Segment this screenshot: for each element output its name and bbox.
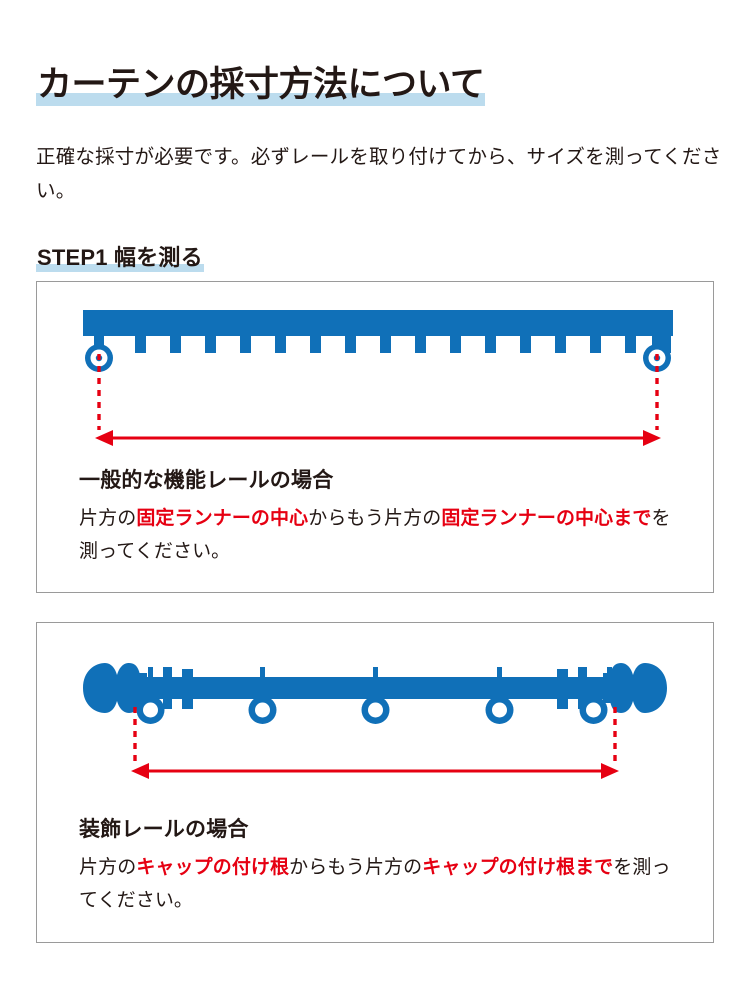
- decorative-rail-caption: 装飾レールの場合 片方のキャップの付け根からもう片方のキャップの付け根までを測っ…: [79, 813, 679, 917]
- rail-bar: [83, 310, 673, 336]
- decorative-caption-body: 片方のキャップの付け根からもう片方のキャップの付け根までを測ってください。: [79, 851, 679, 917]
- rail-rod: [107, 677, 643, 699]
- bracket-right-2: [557, 669, 568, 709]
- ring-2: [248, 667, 277, 724]
- panel-decorative-rail: 装飾レールの場合 片方のキャップの付け根からもう片方のキャップの付け根までを測っ…: [36, 622, 714, 943]
- caption-text-plain-2: からもう片方の: [289, 857, 423, 878]
- ring-1: [136, 667, 165, 724]
- intro-paragraph: 正確な採寸が必要です。必ずレールを取り付けてから、サイズを測ってください。: [36, 145, 722, 203]
- decorative-caption-title: 装飾レールの場合: [79, 818, 249, 841]
- caption-text-red-1: キャップの付け根: [136, 857, 290, 878]
- bracket-left: [163, 667, 172, 709]
- finial-cap-left: [83, 663, 147, 713]
- ring-5: [579, 667, 612, 724]
- width-measure-arrow: [95, 430, 661, 446]
- page-title: カーテンの採寸方法について: [36, 65, 486, 107]
- bracket-right: [578, 667, 587, 709]
- caption-text-plain-1: 片方の: [79, 857, 137, 878]
- decorative-rail-diagram: [83, 663, 667, 779]
- caption-text-plain-1: 片方の: [79, 508, 137, 529]
- step1-heading: STEP1 幅を測る: [36, 240, 204, 273]
- step1-heading-text: STEP1 幅を測る: [36, 245, 204, 273]
- caption-text-plain-3: を測ってください。: [79, 857, 671, 912]
- functional-rail-caption: 一般的な機能レールの場合 片方の固定ランナーの中心からもう片方の固定ランナーの中…: [79, 464, 679, 568]
- bracket-left-2: [182, 669, 193, 709]
- curtain-rings: [136, 667, 612, 724]
- page-title-text: カーテンの採寸方法について: [36, 65, 486, 107]
- finial-cap-right: [603, 663, 667, 713]
- ring-3: [361, 667, 390, 724]
- caption-text-plain-2: からもう片方の: [308, 508, 442, 529]
- runner-tabs: [135, 336, 671, 353]
- functional-caption-body: 片方の固定ランナーの中心からもう片方の固定ランナーの中心までを測ってください。: [79, 502, 679, 568]
- ring-4: [485, 667, 514, 724]
- functional-rail-diagram: [83, 310, 673, 446]
- caption-text-red-2: 固定ランナーの中心: [441, 508, 614, 529]
- panel-functional-rail: 一般的な機能レールの場合 片方の固定ランナーの中心からもう片方の固定ランナーの中…: [36, 281, 714, 593]
- caption-text-red-2: キャップの付け根: [422, 857, 576, 878]
- caption-text-red-1: 固定ランナーの中心: [136, 508, 309, 529]
- caption-text-red-3: まで: [613, 508, 652, 529]
- functional-caption-title: 一般的な機能レールの場合: [79, 469, 334, 492]
- caption-text-plain-3: を測ってください。: [79, 508, 671, 563]
- width-measure-arrow: [131, 763, 619, 779]
- caption-text-red-3: まで: [575, 857, 614, 878]
